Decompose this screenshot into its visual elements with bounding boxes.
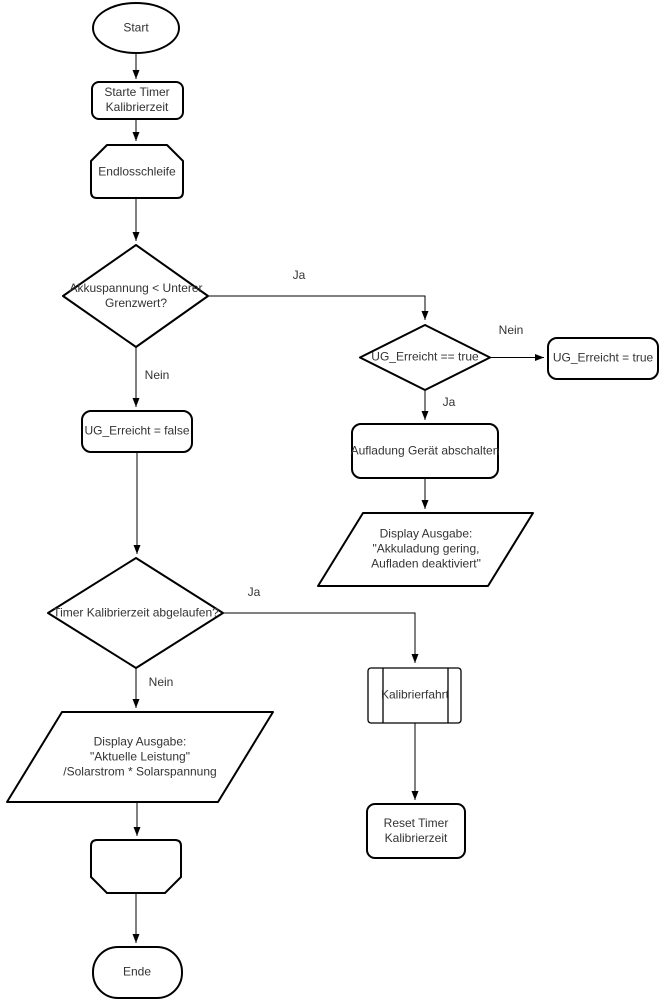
reset-timer-shape	[366, 803, 466, 859]
decision-ug-erreicht-shape	[359, 324, 491, 391]
display-akkuladung-parallelogram-shape	[317, 512, 534, 587]
kalibrierfahrt-shape-group	[367, 667, 462, 724]
start-terminator-shape	[92, 2, 180, 54]
start-timer-shape	[91, 81, 184, 120]
loop-end-shape	[90, 839, 182, 894]
aufladung-abschalten-shape	[351, 423, 499, 479]
edge-decision3-ja	[223, 612, 419, 663]
ende-terminator-shape	[92, 946, 183, 999]
decision-akkuspannung-shape	[62, 244, 209, 348]
shape-group	[6, 2, 659, 999]
decision-timer-shape	[47, 557, 224, 669]
endlosschleife-loop-limit-shape	[90, 144, 184, 199]
kalibrierfahrt-shape	[367, 667, 462, 724]
display-leistung-parallelogram-shape	[6, 711, 274, 803]
connector-group	[132, 53, 544, 943]
set-ug-true-shape	[547, 337, 659, 380]
edge-decision1-ja	[208, 295, 429, 320]
set-ug-false-shape	[81, 410, 193, 453]
